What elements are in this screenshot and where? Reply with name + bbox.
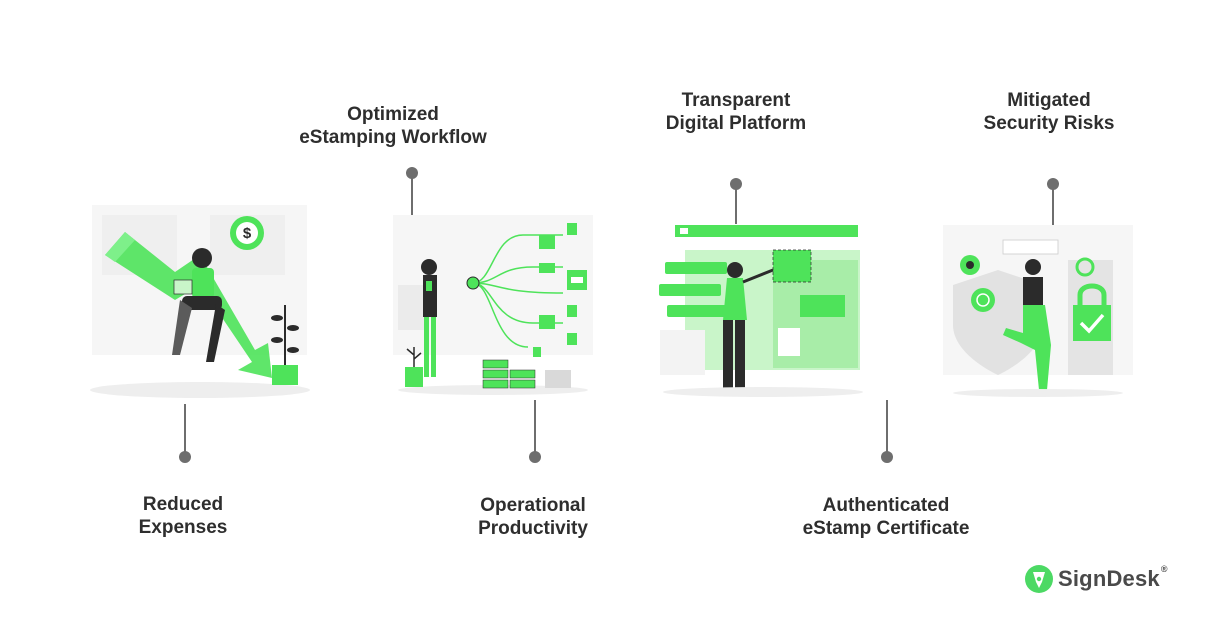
connector-line-reduced [184,404,186,456]
connector-line-operational [534,400,536,456]
connector-line-mitigated [1052,184,1054,239]
label-mitigated-risks: Mitigated Security Risks [983,90,1115,134]
signdesk-logo: SignDesk ® [1024,564,1168,594]
svg-text:$: $ [243,225,252,242]
security-illustration [943,225,1133,397]
brand-name: SignDesk [1058,566,1160,591]
signdesk-pen-icon [1025,565,1053,593]
label-optimized-workflow: Optimized eStamping Workflow [299,104,487,148]
connector-line-optimized [411,173,413,230]
label-authenticated-certificate: Authenticated eStamp Certificate [802,495,970,539]
connector-dot-authenticated [881,451,893,463]
registered-mark: ® [1160,564,1168,574]
connector-dot-operational [529,451,541,463]
label-reduced-expenses: Reduced Expenses [138,494,228,538]
label-transparent-platform: Transparent Digital Platform [665,90,807,134]
reduced-expenses-illustration: $ [90,205,310,398]
connector-line-authenticated [886,400,888,456]
connector-dot-reduced [179,451,191,463]
digital-platform-illustration [659,225,863,397]
label-operational-productivity: Operational Productivity [478,495,588,539]
workflow-illustration [393,215,593,395]
connector-line-transparent [735,184,737,224]
